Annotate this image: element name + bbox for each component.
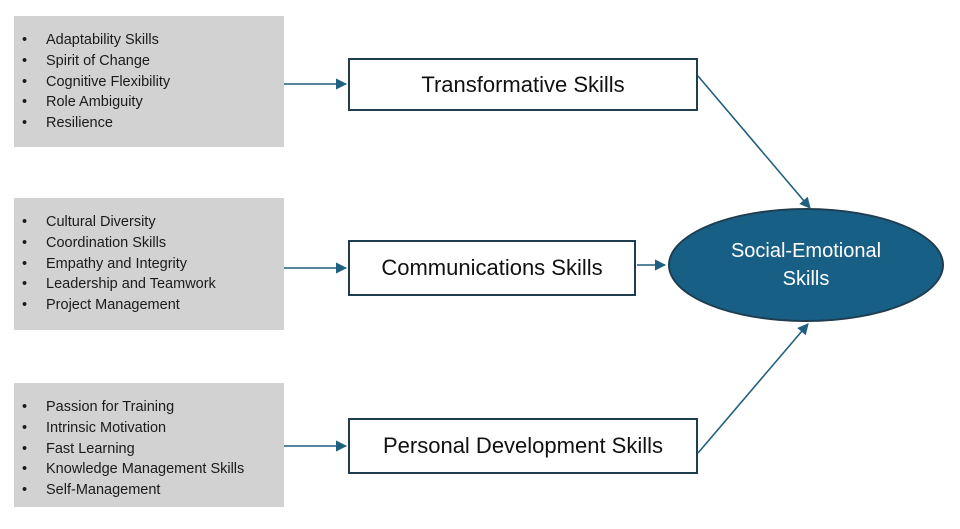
list-item: •Adaptability Skills	[14, 30, 284, 51]
bullet-icon: •	[22, 115, 28, 132]
list-item: •Spirit of Change	[14, 51, 284, 72]
bullet-icon: •	[22, 399, 28, 415]
list-item: •Intrinsic Motivation	[14, 418, 284, 439]
list-item: •Knowledge Management Skills	[14, 459, 284, 480]
bullet-icon: •	[22, 94, 28, 111]
competency-list-transformative: •Adaptability Skills •Spirit of Change •…	[14, 16, 284, 147]
social-emotional-skills-node: Social-Emotional Skills	[668, 208, 944, 322]
bullet-icon: •	[22, 297, 28, 314]
list-item: •Project Management	[14, 295, 284, 316]
bullet-icon: •	[22, 214, 28, 230]
list-item: •Passion for Training	[14, 397, 284, 418]
personal-development-skills-box: Personal Development Skills	[348, 418, 698, 474]
list-item: •Fast Learning	[14, 439, 284, 460]
list-item: •Cognitive Flexibility	[14, 72, 284, 93]
bullet-icon: •	[22, 482, 28, 499]
list-item: •Cultural Diversity	[14, 212, 284, 233]
target-label-line2: Skills	[782, 268, 830, 290]
bullet-icon: •	[22, 32, 28, 48]
list-item: •Coordination Skills	[14, 233, 284, 254]
list-item: •Role Ambiguity	[14, 92, 284, 113]
list-item: •Resilience	[14, 113, 284, 134]
communications-skills-box: Communications Skills	[348, 240, 636, 296]
transformative-skills-box: Transformative Skills	[348, 58, 698, 111]
list-item: •Leadership and Teamwork	[14, 274, 284, 295]
list-item: •Empathy and Integrity	[14, 254, 284, 275]
arrow-personal-to-target	[697, 323, 809, 454]
bullet-icon: •	[22, 52, 28, 69]
bullet-icon: •	[22, 234, 28, 251]
list-item: •Self-Management	[14, 480, 284, 501]
arrow-transformative-to-target	[697, 75, 811, 209]
bullet-icon: •	[22, 461, 28, 478]
competency-list-communications: •Cultural Diversity •Coordination Skills…	[14, 198, 284, 330]
competency-list-personal-development: •Passion for Training •Intrinsic Motivat…	[14, 383, 284, 507]
bullet-icon: •	[22, 419, 28, 436]
target-label-line1: Social-Emotional	[730, 240, 882, 262]
bullet-icon: •	[22, 73, 28, 90]
bullet-icon: •	[22, 255, 28, 272]
bullet-icon: •	[22, 440, 28, 457]
bullet-icon: •	[22, 276, 28, 293]
